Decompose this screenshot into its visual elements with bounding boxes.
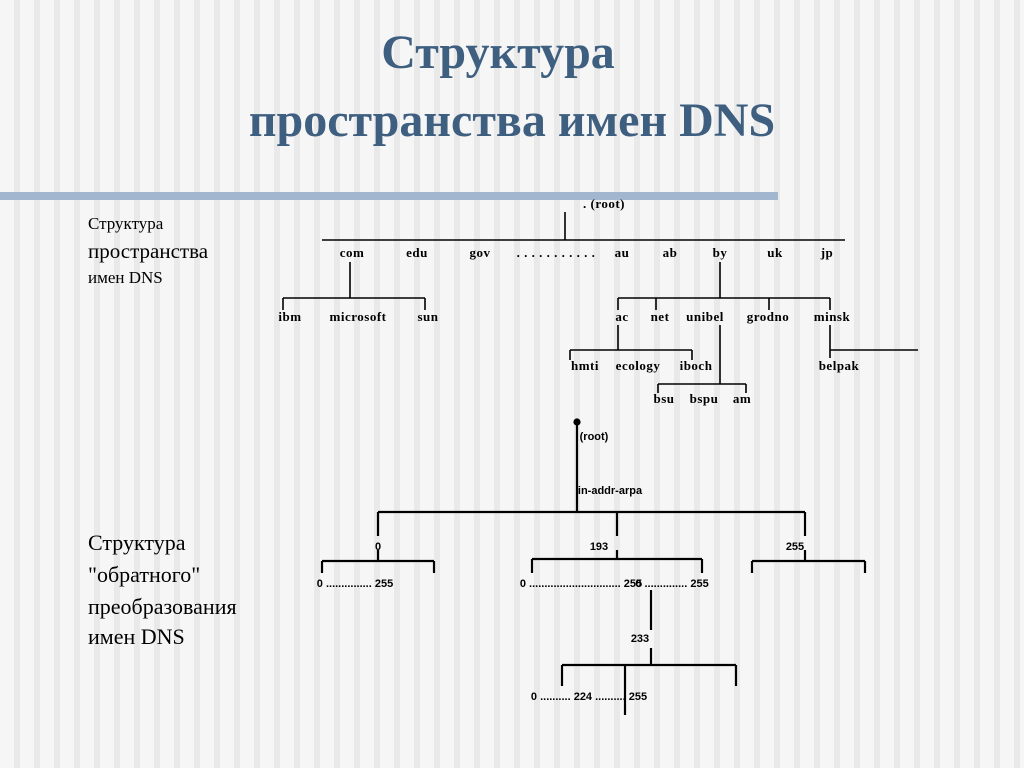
reverse-label-line-1: Структура [88, 530, 186, 555]
ns-by-child: ac [615, 309, 628, 324]
ns-tld-label: au [615, 245, 630, 260]
ns-com-child: sun [417, 309, 438, 324]
rev-level2-label: 193 [590, 541, 608, 553]
ns-ac-child: hmti [571, 358, 599, 373]
reverse-tree-lines [320, 424, 867, 715]
ns-by-child: minsk [814, 309, 851, 324]
ns-by-child: net [651, 309, 670, 324]
ns-minsk-child: belpak [819, 358, 860, 373]
ns-tld-label: jp [820, 245, 834, 260]
rev-range-label: 0 .............. 255 [635, 578, 708, 590]
rev-node-233-label: 233 [631, 633, 649, 645]
ns-tld-label: ab [663, 245, 678, 260]
rev-level1-label: in-addr-arpa [578, 485, 643, 497]
reverse-label-line-3: преобразования [88, 594, 237, 619]
ns-ac-child: iboch [680, 358, 713, 373]
page-title-line-1: Структура [381, 26, 615, 79]
reverse-label-line-2: "обратного" [88, 562, 201, 587]
rev-level2-label: 255 [786, 541, 804, 553]
title-divider [0, 192, 778, 200]
dns-label-line-1: Структура [88, 214, 164, 233]
rev-root-label: (root) [580, 431, 609, 443]
rev-range-label: 0 .............................. 255 [520, 578, 642, 590]
dns-label-line-3: имен DNS [88, 268, 163, 287]
ns-by-child: grodno [747, 309, 790, 324]
ns-unibel-child: bspu [690, 391, 719, 406]
rev-range-label: 0 ............... 255 [317, 578, 393, 590]
ns-com-child: microsoft [330, 309, 387, 324]
ns-by-child: unibel [686, 309, 724, 324]
ns-root-label: . (root) [583, 196, 625, 211]
ns-tld-label: gov [470, 245, 491, 260]
ns-com-child: ibm [278, 309, 301, 324]
ns-tld-ellipsis: . . . . . . . . . . . [517, 245, 596, 260]
ns-unibel-child: bsu [653, 391, 674, 406]
rev-range-233-label: 0 .......... 224 .......... 255 [531, 691, 647, 703]
ns-tld-label: uk [767, 245, 783, 260]
ns-ac-child: ecology [616, 358, 661, 373]
ns-tld-label: edu [406, 245, 428, 260]
reverse-label-line-4: имен DNS [88, 624, 185, 649]
namespace-tree-lines [282, 212, 918, 393]
dns-label-line-2: пространства [88, 239, 209, 263]
reverse-root-dot [573, 418, 581, 426]
rev-level2-label: 0 [375, 541, 381, 553]
ns-unibel-child: am [733, 391, 751, 406]
ns-tld-label: com [340, 245, 365, 260]
page-title-line-2: пространства имен DNS [248, 94, 776, 147]
ns-tld-label: by [713, 245, 728, 260]
